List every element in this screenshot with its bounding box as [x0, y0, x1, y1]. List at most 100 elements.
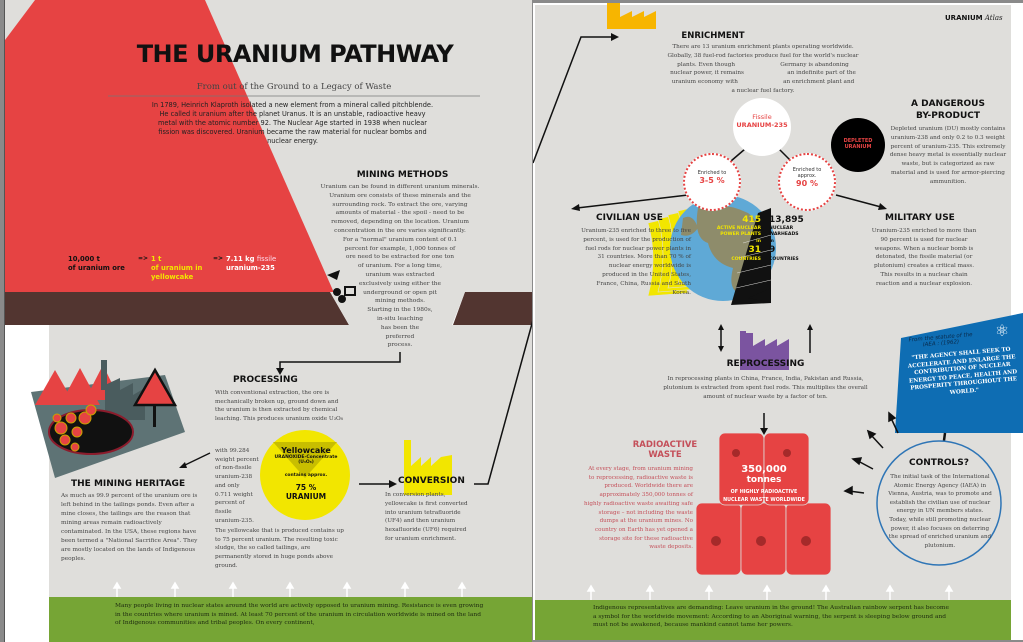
- processing-title: PROCESSING: [233, 375, 298, 385]
- red-mountain: [5, 0, 335, 295]
- footer-band: [49, 597, 532, 642]
- plant-countries-count: 31: [748, 245, 761, 255]
- enrichment-title: ENRICHMENT: [681, 31, 745, 41]
- left-page-graphics: [5, 0, 532, 642]
- warheads-count: 13,895: [769, 215, 804, 225]
- waste-barrels-icon: [695, 432, 832, 576]
- right-page: URANIUM Atlas ENRICHMENT There are 13 ur…: [533, 3, 1023, 640]
- un-emblem-icon: ⚛: [994, 321, 1010, 340]
- text-line: There are 13 uranium enrichment plants o…: [672, 44, 854, 50]
- page-title: THE URANIUM PATHWAY: [136, 40, 454, 68]
- text-line: ore need to be extracted for one ton: [345, 254, 455, 261]
- yellowcake-sub: URANOXIDE-Concentrate: [274, 455, 338, 460]
- waste-amount-value: 350,000: [741, 464, 787, 475]
- text-line: uranium-238: [215, 474, 253, 481]
- processing-text-bottom: The yellowcake that is produced contains…: [215, 528, 344, 569]
- globe-warheads-stats: 13,895 NUCLEAR WARHEADS in 9 COUNTRIES: [769, 215, 819, 263]
- ore-label: of uranium ore: [68, 264, 125, 272]
- conversion-factory-icon: [404, 440, 452, 495]
- dangerous-byproduct-text: Depleted uranium (DU) mostly contains ur…: [889, 126, 1007, 185]
- text-line: Globally, 38 fuel-rod factories produce …: [667, 52, 859, 59]
- text-line: Starting in the 1980s,: [367, 307, 433, 314]
- waste-title-2: WASTE: [648, 450, 682, 460]
- text-line: amounts of material - the spoil - need t…: [335, 210, 465, 217]
- globe-plants-stats: 415 ACTIVE NUCLEAR POWER PLANTS in 31 CO…: [711, 215, 761, 263]
- text-line: has been the: [380, 324, 420, 331]
- left-footer-text: Many people living in nuclear states aro…: [115, 603, 484, 627]
- text-line: underground or open pit: [363, 289, 437, 296]
- text-line: Uranium ore consists of these minerals a…: [329, 192, 471, 199]
- conversion-text: In conversion plants, yellowcake is firs…: [385, 492, 468, 542]
- byproduct-title-2: BY-PRODUCT: [916, 111, 980, 121]
- fissile-label: uranium-235: [226, 264, 275, 272]
- header-bold: URANIUM: [945, 14, 983, 22]
- military-use-text: Uranium-235 enriched to more than 90 per…: [871, 228, 977, 287]
- text-line: 0.711 weight: [215, 491, 253, 498]
- text-line: plants. Even though Germany is abandonin…: [677, 61, 849, 68]
- reprocessing-title: REPROCESSING: [726, 359, 805, 369]
- text-line: of uranium. For a long time,: [358, 263, 442, 270]
- ratio-arrow: =>: [138, 255, 149, 262]
- enriched-low-value: 3-5 %: [699, 176, 725, 185]
- fissile-amount: 7.11 kg: [226, 255, 255, 263]
- waste-amount-unit: tonnes: [746, 475, 782, 485]
- header-italic: Atlas: [984, 14, 1003, 22]
- text-line: For a "normal" uranium content of 0.1: [342, 236, 458, 243]
- fissile-circle: Fissile URANIUM-235: [733, 98, 791, 156]
- dangerous-byproduct-title: A DANGEROUS BY-PRODUCT: [893, 98, 1003, 122]
- fissile-word: fissile: [256, 255, 277, 263]
- text-line: process.: [387, 342, 413, 349]
- enriched-low-circle: Enriched to 3-5 %: [683, 153, 741, 211]
- warheads-label: NUCLEAR WARHEADS: [769, 226, 799, 237]
- controls-title: CONTROLS?: [909, 458, 969, 468]
- radioactive-waste-text: At every stage, from uranium mining to r…: [584, 466, 693, 551]
- text-line: of non-fissile: [215, 465, 252, 472]
- ground-band: [5, 292, 349, 325]
- fissile-top: Fissile: [752, 113, 772, 121]
- depleted-uranium-badge: DEPLETED URANIUM: [831, 118, 885, 172]
- text-line: with 99.284: [215, 448, 250, 454]
- atlas-header: URANIUM Atlas: [945, 14, 1003, 22]
- text-line: a nuclear fuel factory.: [731, 87, 795, 94]
- enriched-high-label: Enriched to approx.: [792, 167, 822, 179]
- warheads-in: in: [769, 239, 774, 244]
- plants-count: 415: [742, 215, 761, 225]
- ratio-arrow: =>: [213, 255, 224, 262]
- mining-methods-text: Uranium can be found in different uraniu…: [300, 183, 500, 350]
- mining-methods-title: MINING METHODS: [356, 170, 449, 180]
- enrichment-text: There are 13 uranium enrichment plants o…: [653, 43, 873, 96]
- yellowcake-percent: 75 %: [295, 483, 317, 492]
- page-subtitle: From out of the Ground to a Legacy of Wa…: [196, 82, 392, 92]
- left-page: THE URANIUM PATHWAY From out of the Grou…: [4, 0, 532, 642]
- text-line: exclusively using either the: [358, 280, 442, 287]
- yellowcake-contains: contains approx.: [284, 473, 328, 478]
- intro-text: In 1789, Heinrich Klaproth isolated a ne…: [151, 101, 434, 145]
- waste-amount-desc: OF HIGHLY RADIOACTIVE NUCLEAR WASTE WORL…: [723, 490, 805, 503]
- enriched-low-label: Enriched to: [697, 170, 727, 176]
- control-arrows: [843, 411, 899, 496]
- enriched-high-circle: Enriched to approx. 90 %: [778, 153, 836, 211]
- text-line: percent for example, 1,000 tonnes of: [344, 245, 456, 252]
- flow-arrow-processing: [279, 352, 401, 370]
- fissile-bottom: URANIUM-235: [736, 121, 788, 129]
- plant-countries-label: COUNTRIES: [731, 257, 761, 262]
- yc-label: of uranium in yellowcake: [151, 264, 203, 281]
- text-line: Uranium can be found in different uraniu…: [320, 184, 480, 190]
- text-line: uranium-235.: [215, 517, 254, 524]
- plants-in: in: [756, 239, 761, 244]
- byproduct-title-1: A DANGEROUS: [911, 99, 985, 109]
- text-line: fissile: [215, 508, 232, 515]
- waste-amount: 350,000 tonnes OF HIGHLY RADIOACTIVE NUC…: [723, 464, 805, 505]
- reprocessing-text: In reprocessing plants in China, France,…: [663, 376, 868, 400]
- yellowcake-label: Yellowcake URANOXIDE-Concentrate (U₃O₈) …: [267, 446, 345, 501]
- yellowcake-unit: URANIUM: [285, 492, 327, 501]
- text-line: and only: [215, 482, 240, 489]
- civilian-use-text: Uranium-235 enriched to three to five pe…: [581, 228, 691, 296]
- mining-heritage-text: As much as 99.9 percent of the uranium o…: [61, 493, 198, 562]
- military-use-title: MILITARY USE: [885, 213, 955, 223]
